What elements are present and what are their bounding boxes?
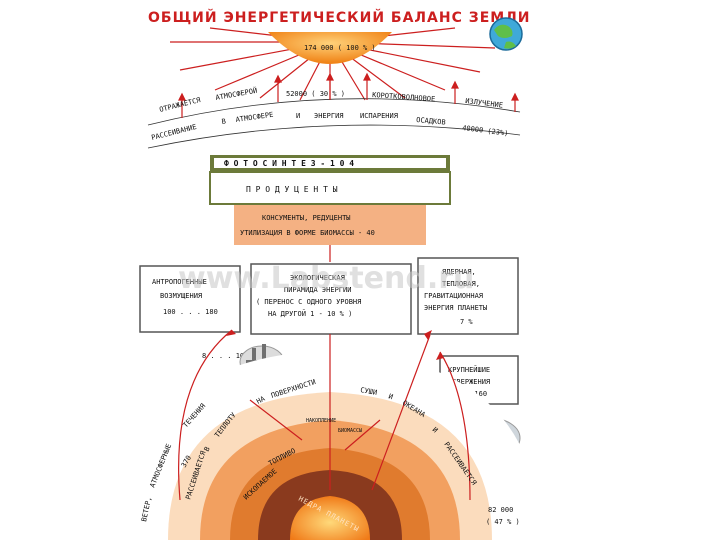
arc-lower-label-8: 40000 (23%) xyxy=(462,124,509,138)
pyramid-line-3: ( ПЕРЕНОС С ОДНОГО УРОВНЯ xyxy=(256,298,361,306)
arc-lower-label-7: ОСАДКОВ xyxy=(416,116,446,127)
arc-lower-label-4: И xyxy=(296,112,300,120)
arc-lower-label-3: АТМОСФЕРЕ xyxy=(235,111,274,124)
arc-upper-label-4: КОРОТКОВОЛНОВОЕ xyxy=(372,91,436,103)
planet-energy-line-4: ЭНЕРГИЯ ПЛАНЕТЫ xyxy=(424,304,487,312)
arc-upper-label-3: 52000 ( 30 % ) xyxy=(286,90,345,98)
biomass-accum-2: БИОМАССЫ xyxy=(338,428,362,434)
eruptions-line-1: КРУПНЕЙШИЕ xyxy=(448,365,490,374)
bottom-value-1: 82 000 xyxy=(488,506,513,514)
consumers-line-1: КОНСУМЕНТЫ, РЕДУЦЕНТЫ xyxy=(262,214,351,222)
bottom-value-2: ( 47 % ) xyxy=(486,518,520,526)
sun-value: 174 000 ( 100 % ) xyxy=(304,44,376,52)
arc-upper-label-5: ИЗЛУЧЕНИЕ xyxy=(465,97,504,110)
arc-lower-label-5: ЭНЕРГИЯ xyxy=(314,112,344,120)
consumers-box: КОНСУМЕНТЫ, РЕДУЦЕНТЫ УТИЛИЗАЦИЯ В ФОРМЕ… xyxy=(234,205,426,245)
watermark: www.Labstend.ru xyxy=(178,261,474,296)
poster-title: ОБЩИЙ ЭНЕРГЕТИЧЕСКИЙ БАЛАНС ЗЕМЛИ xyxy=(148,9,531,26)
photosynthesis-label: Ф О Т О С И Н Т Е З - 1 0 4 xyxy=(224,159,354,168)
arc-upper-label-2: АТМОСФЕРОЙ xyxy=(215,86,258,102)
producers-label: П Р О Д У Ц Е Н Т Ы xyxy=(246,185,338,194)
globe-logo-icon xyxy=(490,18,522,50)
photosynthesis-band: Ф О Т О С И Н Т Е З - 1 0 4 П Р О Д У Ц … xyxy=(210,155,450,204)
sun: 174 000 ( 100 % ) xyxy=(268,32,392,64)
pyramid-line-4: НА ДРУГОЙ 1 - 10 % ) xyxy=(268,309,352,318)
atmosphere-arcs: ОТРАЖАЕТСЯ АТМОСФЕРОЙ 52000 ( 30 % ) КОР… xyxy=(148,74,520,148)
arc-lower-label-2: В xyxy=(221,117,226,126)
arc-lower-label-6: ИСПАРЕНИЯ xyxy=(360,112,398,120)
planet-energy-line-5: 7 % xyxy=(460,318,473,326)
anthropogenic-line-3: 100 . . . 180 xyxy=(163,308,218,316)
arc-lower-label-1: РАССЕИВАНИЕ xyxy=(151,123,198,142)
biomass-accum-1: НАКОПЛЕНИЕ xyxy=(306,418,336,424)
consumers-line-2: УТИЛИЗАЦИЯ В ФОРМЕ БИОМАССЫ - 40 xyxy=(240,229,375,237)
